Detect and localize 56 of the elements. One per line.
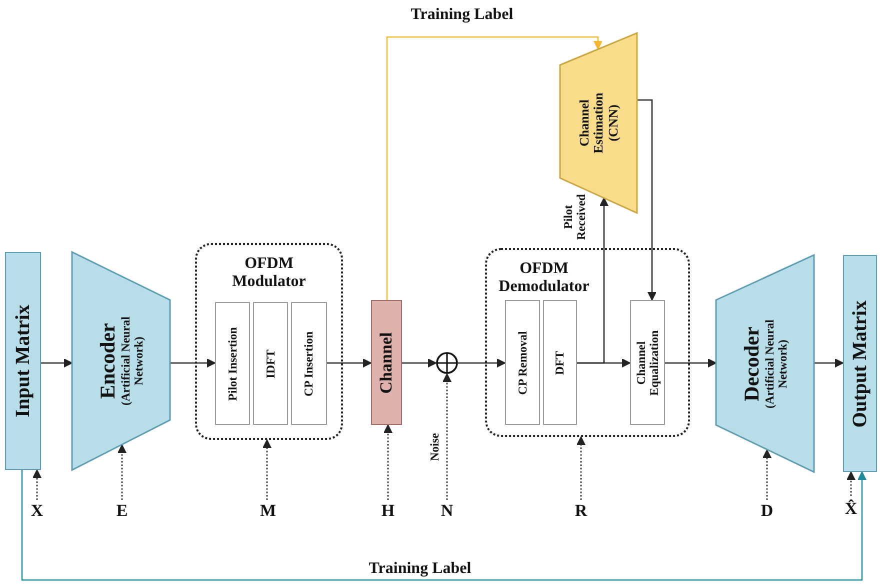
block-label: Decoder: [740, 326, 764, 401]
block-label: CP Insertion: [302, 331, 316, 396]
block-label: CP Removal: [516, 330, 530, 394]
arrow: [41, 358, 72, 368]
matrix-block: [843, 255, 877, 472]
arrow: [637, 99, 656, 300]
variable-label: E: [113, 500, 131, 522]
edge-label: Pilot Received: [562, 193, 588, 242]
block-label: Channel Estimation (CNN): [577, 92, 620, 156]
arrow: [170, 358, 216, 368]
edge-label: Training Label: [368, 560, 472, 578]
variable-label: N: [438, 500, 456, 522]
matrix-block: [5, 252, 41, 470]
process-block: [505, 300, 540, 425]
variable-label: X̂: [842, 496, 860, 522]
arrow: [327, 358, 372, 368]
block-label: DFT: [553, 350, 567, 374]
edge-label: Training Label: [410, 6, 514, 24]
variable-label: R: [572, 500, 590, 522]
dotted-arrow: [262, 440, 272, 500]
dotted-arrow: [762, 450, 772, 500]
dotted-arrow: [576, 436, 586, 500]
variable-label: H: [379, 500, 397, 522]
block-label: Channel: [377, 332, 396, 394]
arrow: [21, 470, 866, 581]
dotted-arrow: [118, 444, 126, 500]
arrow: [665, 358, 716, 368]
block-sublabel: (Artificial Neural Network): [763, 318, 790, 410]
process-block: [215, 302, 250, 425]
dotted-arrow: [442, 374, 452, 500]
arrow: [814, 358, 844, 368]
channel-block: [371, 300, 402, 425]
block-label: Encoder: [96, 323, 120, 399]
block-label: Channel Equalization: [634, 328, 661, 398]
group-title: OFDM Demodulator: [498, 260, 590, 297]
edge-label: Noise: [428, 433, 442, 461]
arrow: [577, 198, 608, 364]
process-block: [543, 300, 577, 425]
process-block: [291, 302, 327, 425]
process-block: [630, 300, 665, 425]
arrow: [402, 358, 436, 368]
dotted-arrow: [32, 470, 42, 500]
block-sublabel: (Artificial Neural Network): [119, 316, 146, 408]
block-label: Output Matrix: [849, 300, 871, 428]
block-label: Pilot Insertion: [226, 326, 240, 400]
process-block: [253, 302, 288, 425]
block-label: Input Matrix: [12, 304, 34, 418]
variable-label: D: [758, 500, 776, 522]
group-title: OFDM Modulator: [231, 255, 307, 292]
dotted-arrow: [384, 424, 392, 500]
block-label: IDFT: [264, 349, 278, 378]
dotted-arrow: [846, 472, 856, 496]
variable-label: X: [28, 500, 46, 522]
arrow: [458, 358, 506, 368]
variable-label: M: [257, 500, 279, 522]
arrow: [386, 36, 602, 300]
